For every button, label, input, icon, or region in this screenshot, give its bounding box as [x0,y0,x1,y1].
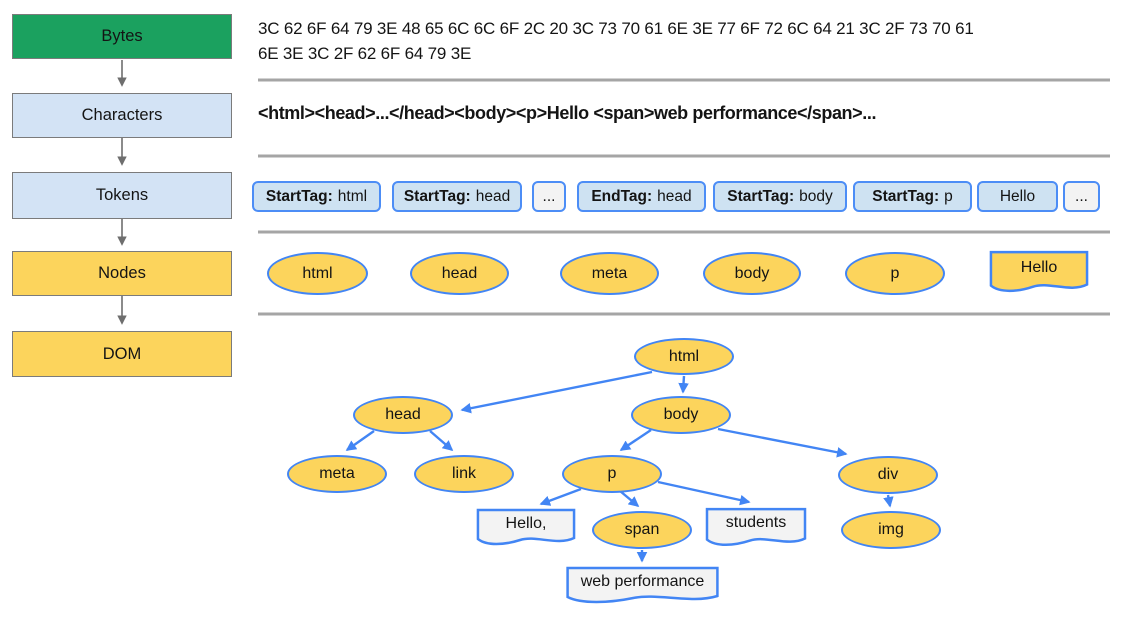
dom-node-head: head [353,396,453,434]
dom-node-link-label: link [451,465,476,482]
edge-body-p [619,429,652,451]
text-node-path [707,509,805,545]
token-endtag-head: EndTag:head [577,181,706,212]
edge-head-link [429,430,454,452]
node-body: body [703,252,801,295]
stage-tokens-label: Tokens [95,186,149,204]
dom-node-p: p [562,455,662,493]
row-dividers [258,78,1110,316]
token-value: ... [1075,187,1088,205]
edge-html-body [678,375,689,394]
token-value: p [944,187,953,205]
node-p-label: p [890,264,900,282]
text-node-path [991,252,1087,291]
dom-node-div: div [838,456,938,494]
edge-body-div [717,427,848,458]
dom-node-html-label: html [668,347,700,365]
dom-text-webperf: web performance [563,566,722,606]
edge-p-span [619,490,640,508]
dom-node-p-label: p [607,465,617,482]
edge-div-img [883,494,894,508]
node-meta-label: meta [591,264,628,282]
token-hello: Hello [977,181,1058,212]
token-value: head [657,187,692,205]
token-prefix: StartTag: [265,187,333,205]
stage-nodes-label: Nodes [98,264,146,282]
dom-node-span: span [592,511,692,549]
edge-p-hello [539,487,582,506]
node-p: p [845,252,945,295]
text-node-shape [704,507,808,549]
node-head: head [410,252,509,295]
token-value: Hello [999,187,1036,205]
dom-text-students-label: students [725,514,787,532]
dom-node-div-label: div [877,466,899,483]
text-node-path [478,510,574,544]
dom-node-img-label: img [878,521,904,538]
characters-text: <html><head>...</head><body><p>Hello <sp… [258,103,877,123]
dom-node-body: body [631,396,731,434]
token-value: html [337,187,368,205]
stage-nodes: Nodes [12,251,232,296]
dom-text-students: students [704,507,808,549]
token-prefix: StartTag: [727,187,795,205]
bytes-hex-line2: 6E 3E 3C 2F 62 6F 64 79 3E [258,44,472,63]
edge-html-head [460,370,653,414]
stage-dom: DOM [12,331,232,377]
stage-characters-label: Characters [81,106,163,124]
stage-dom-label: DOM [102,344,142,363]
stage-bytes: Bytes [12,14,232,59]
dom-text-hello-label: Hello, [505,514,547,532]
node-head-label: head [441,264,478,282]
dom-node-html: html [634,338,734,375]
node-html: html [267,252,368,295]
node-meta: meta [560,252,659,295]
dom-node-head-label: head [385,406,421,423]
text-node-shape [563,566,722,606]
dom-node-meta-label: meta [319,465,355,482]
token-starttag-head: StartTag:head [392,181,522,212]
dom-text-webperf-label: web performance [580,572,705,590]
node-body-label: body [734,264,770,282]
token-prefix: EndTag: [591,187,653,205]
dom-tree-edges [345,370,894,563]
dom-node-body-label: body [663,406,699,423]
token-ellipsis-1: ... [532,181,566,212]
dom-node-img: img [841,511,941,549]
bytes-hex-text: 3C 62 6F 64 79 3E 48 65 6C 6C 6F 2C 20 3… [258,16,974,66]
token-value: ... [542,187,556,205]
token-starttag-body: StartTag:body [713,181,847,212]
edge-p-students [657,480,751,506]
token-ellipsis-2: ... [1063,181,1100,212]
token-prefix: StartTag: [872,187,940,205]
stage-characters: Characters [12,93,232,138]
token-value: head [475,187,511,205]
text-node-shape [475,508,577,548]
text-node-path [568,568,718,602]
dom-text-hello: Hello, [475,508,577,548]
bytes-hex-line1: 3C 62 6F 64 79 3E 48 65 6C 6C 6F 2C 20 3… [258,19,974,38]
node-html-label: html [302,264,333,282]
node-text-hello-label: Hello [1020,258,1058,276]
text-node-shape [988,250,1090,295]
dom-node-span-label: span [624,521,660,538]
stage-bytes-label: Bytes [101,27,143,45]
dom-node-link: link [414,455,514,493]
dom-node-meta: meta [287,455,387,493]
stage-tokens: Tokens [12,172,232,219]
edge-head-meta [345,430,375,451]
token-starttag-p: StartTag:p [853,181,972,212]
token-prefix: StartTag: [403,187,471,205]
node-text-hello: Hello [988,250,1090,295]
token-starttag-html: StartTag:html [252,181,381,212]
token-value: body [799,187,833,205]
